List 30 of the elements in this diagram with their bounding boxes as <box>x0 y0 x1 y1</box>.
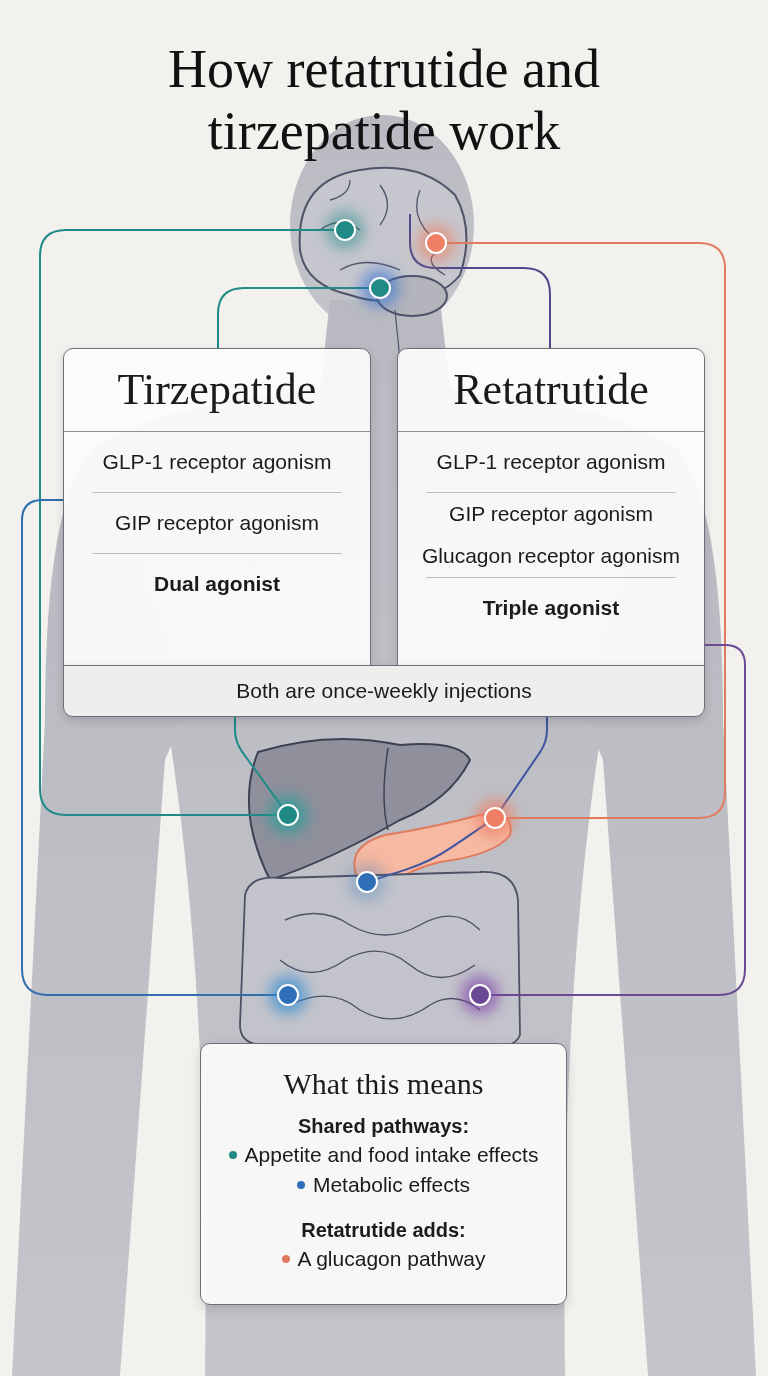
connector-line <box>217 287 370 349</box>
card-title: Retatrutide <box>452 364 650 416</box>
list-item: A glucagon pathway <box>297 1246 486 1272</box>
connector-line <box>376 823 487 880</box>
section-heading: Retatrutide adds: <box>301 1218 466 1243</box>
footer-note: Both are once-weekly injections <box>236 679 532 703</box>
summary-heading: What this means <box>283 1066 484 1102</box>
card-subtitle: Triple agonist <box>481 595 621 621</box>
list-item: GLP-1 receptor agonism <box>435 449 667 475</box>
connector-line <box>21 499 278 996</box>
footer-band <box>63 665 705 717</box>
list-item: Glucagon receptor agonism <box>421 543 681 569</box>
connector-line <box>500 716 548 810</box>
list-item: Metabolic effects <box>312 1172 471 1198</box>
drug-card <box>63 348 371 666</box>
list-item: GIP receptor agonism <box>114 510 320 536</box>
connector-line <box>409 213 551 349</box>
summary-card <box>200 1043 567 1305</box>
title: How retatrutide and tirzepatide work <box>167 38 601 162</box>
list-item: GLP-1 receptor agonism <box>101 449 333 475</box>
section-heading: Shared pathways: <box>297 1114 470 1139</box>
list-item: GIP receptor agonism <box>448 501 654 527</box>
connector-line <box>39 229 335 816</box>
card-subtitle: Dual agonist <box>153 571 281 597</box>
connector-line <box>234 716 283 808</box>
drug-card <box>397 348 705 666</box>
connector-line <box>446 242 726 819</box>
card-title: Tirzepatide <box>116 364 318 416</box>
connector-line <box>490 644 746 996</box>
list-item: Appetite and food intake effects <box>244 1142 539 1168</box>
